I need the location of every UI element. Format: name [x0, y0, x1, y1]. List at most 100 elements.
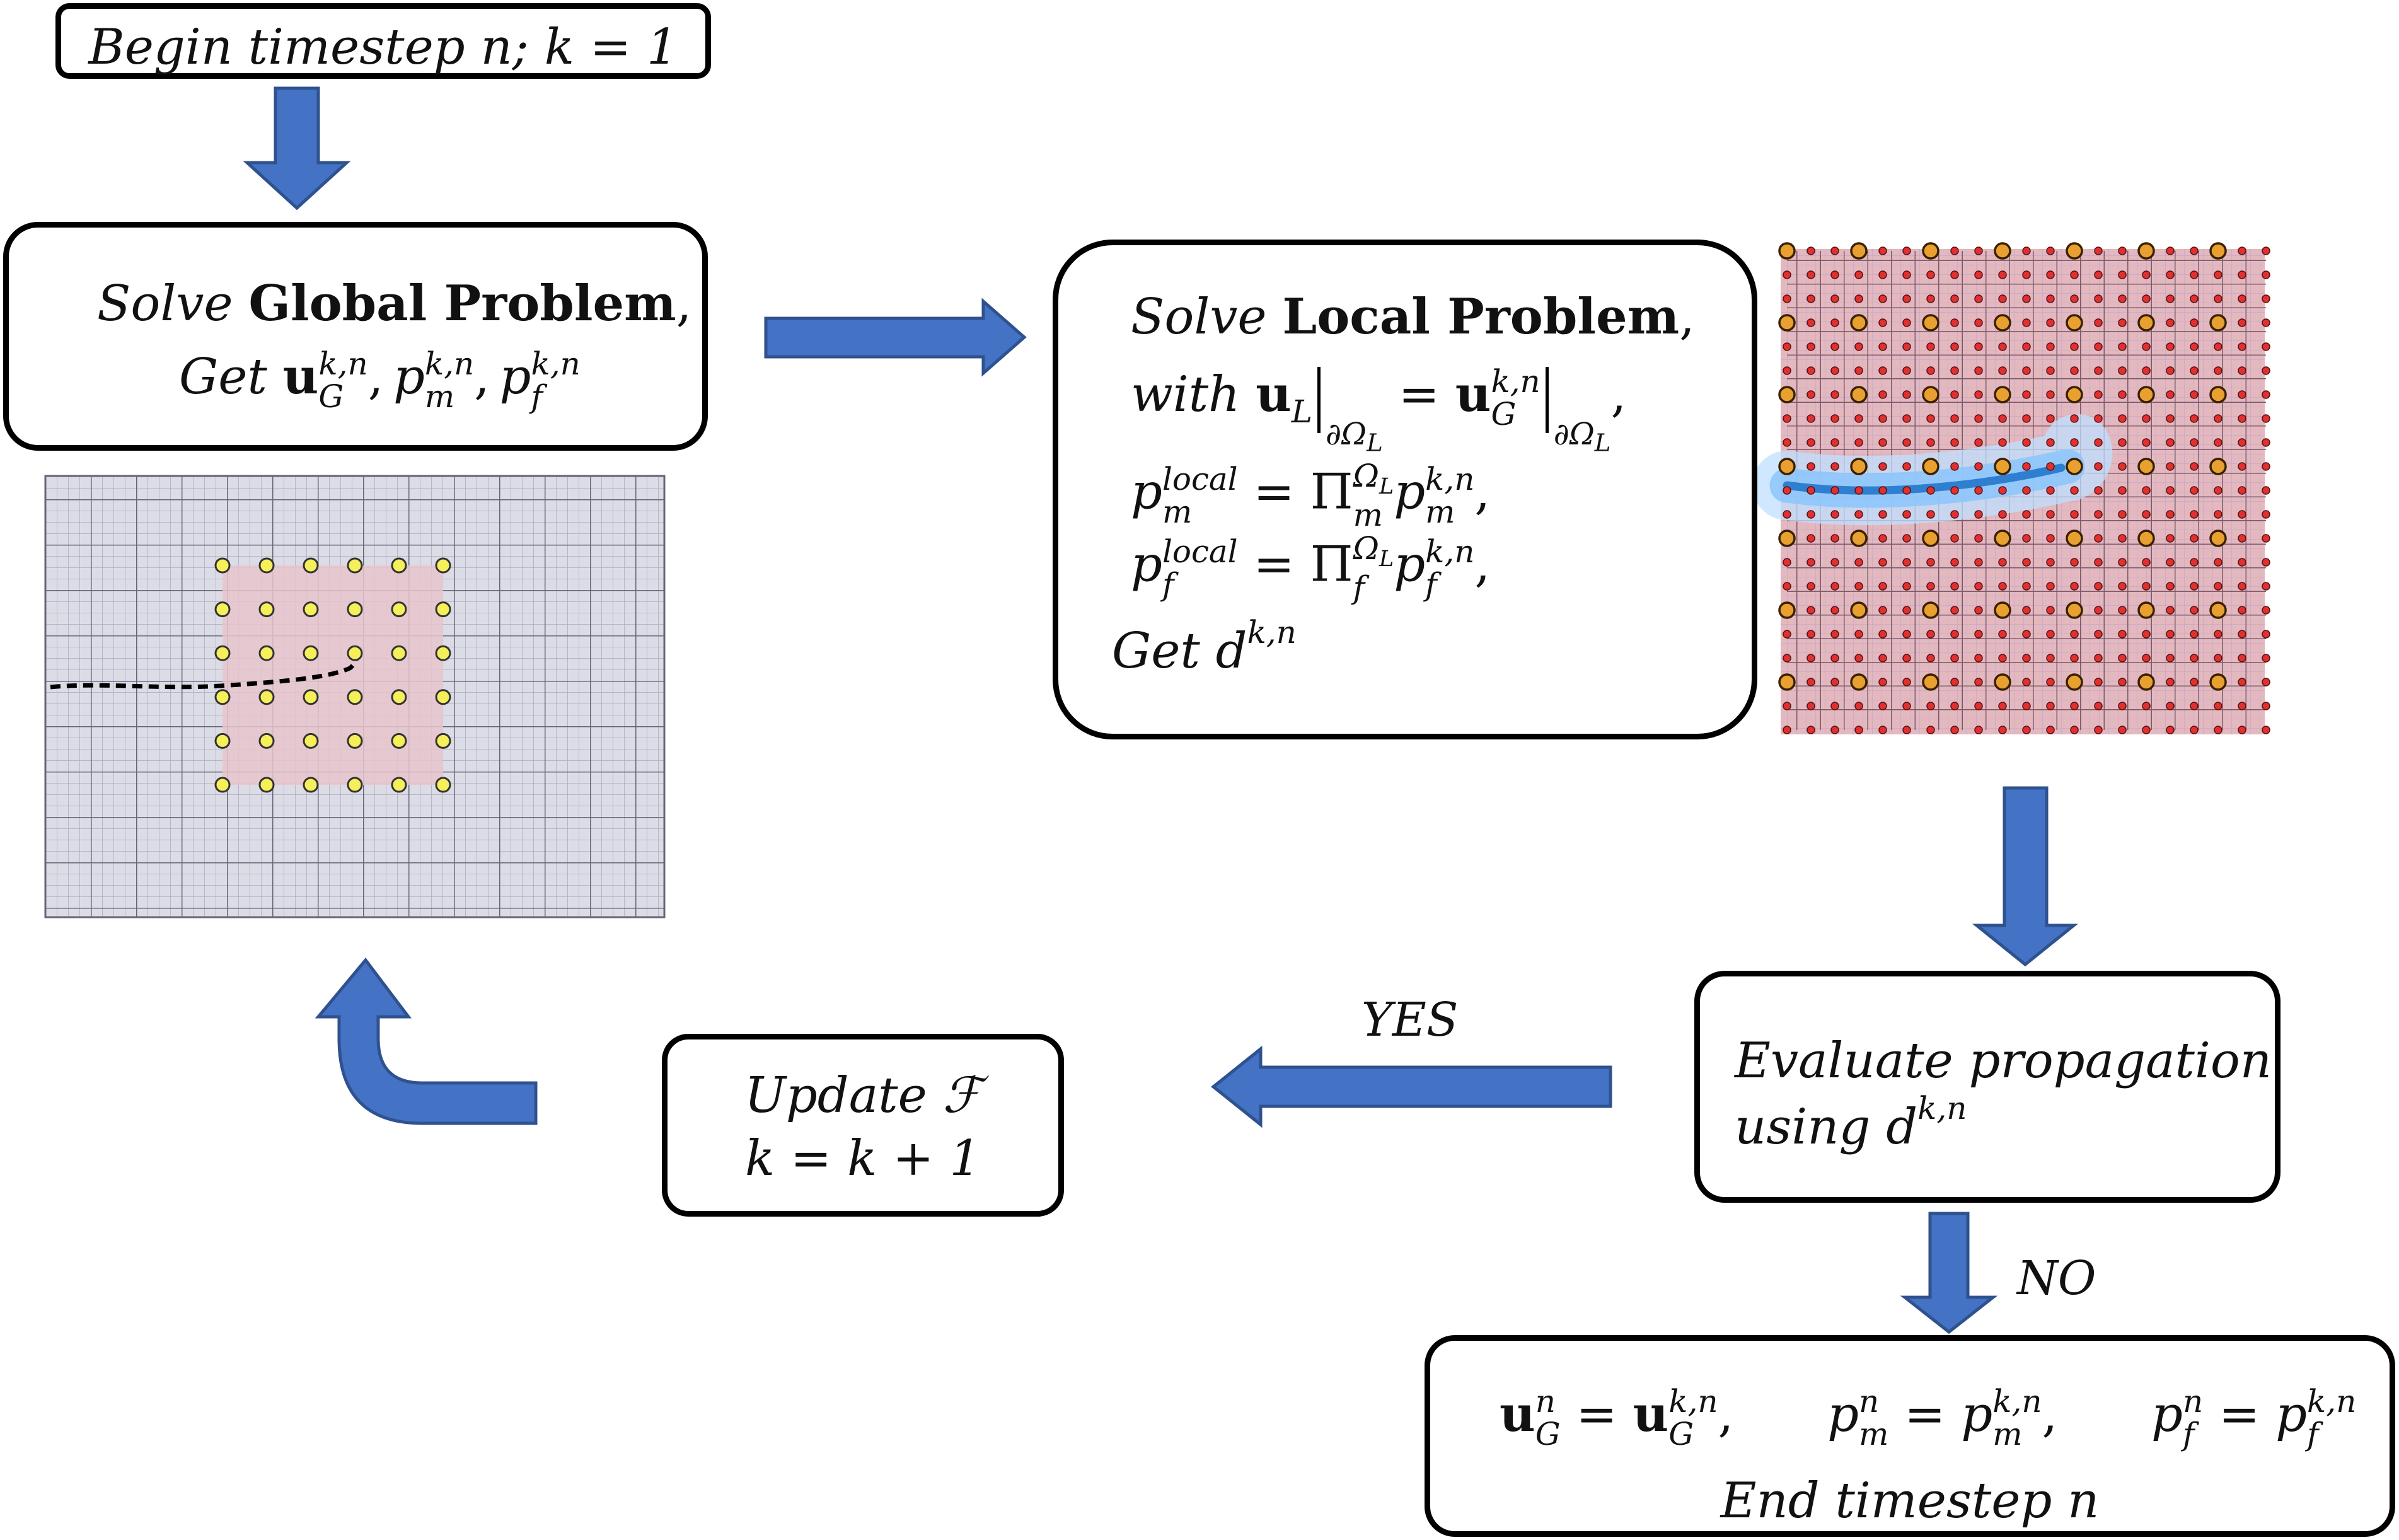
mesh-node	[2118, 726, 2127, 734]
mesh-node	[1902, 414, 1911, 423]
local-solve-word: Solve	[1131, 289, 1267, 345]
mesh-node	[1902, 678, 1911, 686]
global-title: Global Problem	[248, 275, 676, 332]
mesh-node	[2262, 438, 2270, 447]
mesh-node	[1998, 702, 2007, 710]
mesh-node	[2142, 510, 2151, 519]
mesh-node	[2214, 438, 2223, 447]
mesh-node	[1998, 438, 2007, 447]
mesh-node	[2262, 630, 2270, 639]
patch-node	[391, 732, 407, 749]
mesh-node	[1783, 294, 1791, 303]
mesh-node	[1998, 342, 2007, 351]
mesh-node	[1854, 486, 1863, 495]
mesh-node	[1974, 510, 1983, 519]
mesh-node	[2262, 678, 2270, 686]
mesh-node	[2262, 366, 2270, 375]
coupling-node	[1778, 458, 1796, 475]
mesh-node	[2070, 366, 2079, 375]
mesh-node	[2166, 726, 2175, 734]
mesh-node	[2166, 582, 2175, 591]
mesh-node	[1902, 510, 1911, 519]
mesh-node	[2214, 294, 2223, 303]
mesh-node	[1878, 318, 1887, 327]
mesh-node	[2046, 414, 2055, 423]
mesh-node	[1950, 390, 1959, 399]
mesh-node	[2262, 462, 2270, 471]
mesh-node	[2046, 366, 2055, 375]
mesh-node	[2214, 366, 2223, 375]
mesh-node	[1783, 510, 1791, 519]
mesh-node	[1830, 558, 1839, 567]
patch-node	[214, 777, 231, 793]
coupling-node	[2066, 242, 2083, 260]
mesh-node	[1926, 486, 1935, 495]
patch-node	[391, 601, 407, 618]
patch-node	[303, 732, 319, 749]
mesh-node	[2046, 342, 2055, 351]
mesh-node	[1998, 486, 2007, 495]
local-with-word: with	[1131, 366, 1240, 423]
mesh-node	[1950, 366, 1959, 375]
mesh-node	[1974, 390, 1983, 399]
mesh-node	[1974, 270, 1983, 279]
local-get-word: Get	[1112, 622, 1200, 680]
mesh-node	[2094, 582, 2103, 591]
mesh-node	[1998, 510, 2007, 519]
mesh-node	[2262, 246, 2270, 255]
patch-node	[347, 732, 363, 749]
mesh-node	[2190, 270, 2199, 279]
mesh-node	[2190, 342, 2199, 351]
patch-node	[258, 645, 275, 661]
mesh-node	[2118, 486, 2127, 495]
global-comma: ,	[676, 275, 692, 332]
mesh-node	[2094, 246, 2103, 255]
mesh-node	[1854, 630, 1863, 639]
mesh-node	[1830, 630, 1839, 639]
coupling-node	[1994, 601, 2011, 619]
mesh-node	[2118, 606, 2127, 615]
coupling-node	[2209, 314, 2227, 332]
mesh-node	[2238, 342, 2246, 351]
mesh-node	[1950, 534, 1959, 543]
mesh-node	[2166, 294, 2175, 303]
mesh-node	[2022, 534, 2031, 543]
coupling-node	[1778, 386, 1796, 403]
mesh-node	[2046, 462, 2055, 471]
mesh-node	[2118, 582, 2127, 591]
mesh-node	[2190, 486, 2199, 495]
patch-node	[214, 645, 231, 661]
patch-node	[347, 601, 363, 618]
mesh-node	[1950, 294, 1959, 303]
mesh-node	[1830, 462, 1839, 471]
mesh-node	[2166, 366, 2175, 375]
mesh-node	[1974, 462, 1983, 471]
mesh-node	[1783, 438, 1791, 447]
mesh-node	[1974, 726, 1983, 734]
evaluate-damage-symbol: dk,n	[1886, 1090, 1967, 1155]
coupling-node	[1922, 530, 1939, 547]
mesh-node	[1998, 558, 2007, 567]
mesh-node	[2190, 582, 2199, 591]
mesh-node	[2094, 270, 2103, 279]
patch-node	[303, 777, 319, 793]
mesh-node	[2022, 390, 2031, 399]
mesh-node	[1974, 342, 1983, 351]
start-box: Begin timestep n; k = 1	[55, 3, 711, 79]
coupling-node	[2137, 242, 2155, 260]
mesh-node	[2022, 438, 2031, 447]
patch-node	[391, 645, 407, 661]
evaluate-using-word: using	[1735, 1098, 1871, 1155]
mesh-node	[1830, 702, 1839, 710]
yes-label: YES	[1361, 993, 1459, 1047]
mesh-node	[1878, 486, 1887, 495]
mesh-node	[1783, 630, 1791, 639]
mesh-node	[1878, 294, 1887, 303]
mesh-node	[1854, 558, 1863, 567]
mesh-node	[2070, 510, 2079, 519]
mesh-node	[2238, 318, 2246, 327]
arrow-down-start	[243, 86, 351, 211]
coupling-node	[2209, 242, 2227, 260]
